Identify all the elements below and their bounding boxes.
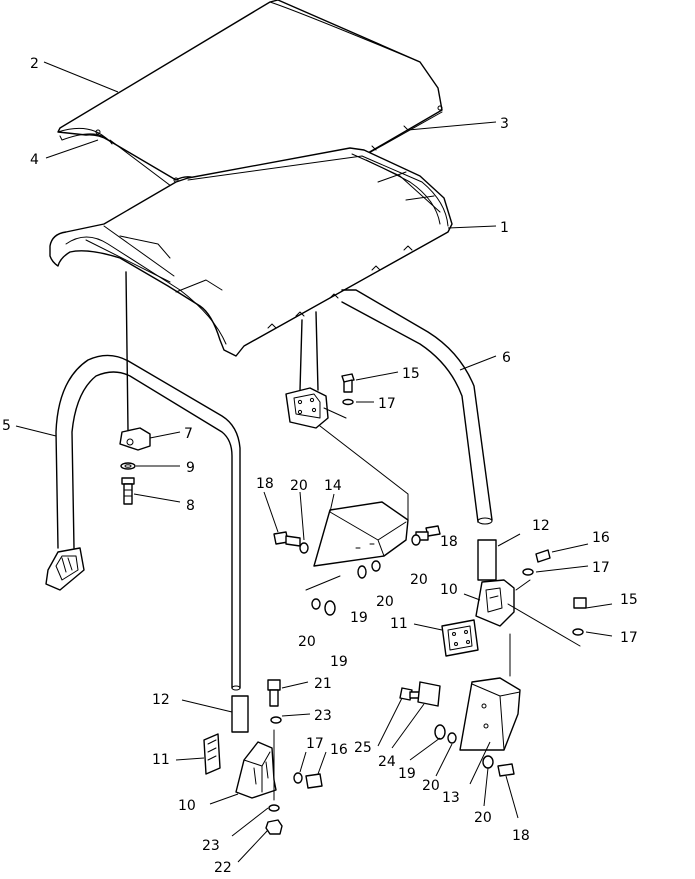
- callout-11-left: 11: [152, 752, 170, 768]
- callout-20-bottom: 20: [422, 778, 440, 794]
- callout-19-bottom: 19: [398, 766, 416, 782]
- plate-11-left: [203, 733, 221, 775]
- bracket-13: [399, 677, 521, 777]
- callout-25: 25: [354, 740, 372, 756]
- upper-mount-bracket: [285, 373, 409, 521]
- callout-4: 4: [30, 152, 39, 168]
- callout-12-left: 12: [152, 692, 170, 708]
- callout-1: 1: [500, 220, 509, 236]
- roof-frame: [49, 147, 453, 357]
- pin-12-right: [477, 539, 497, 581]
- callout-15-right: 15: [620, 592, 638, 608]
- callout-7: 7: [184, 426, 193, 442]
- callout-21: 21: [314, 676, 332, 692]
- plate-11-right: [441, 619, 479, 657]
- roll-bar-left: [45, 354, 241, 691]
- callout-24: 24: [378, 754, 396, 770]
- base-bracket-right: [475, 549, 587, 677]
- callout-5: 5: [2, 418, 11, 434]
- callout-17-left: 17: [306, 736, 324, 752]
- callout-19-mid: 19: [350, 610, 368, 626]
- callout-23-lower: 23: [202, 838, 220, 854]
- callout-16-right: 16: [592, 530, 610, 546]
- leader-lines: [15, 61, 613, 863]
- callout-20-mid: 20: [376, 594, 394, 610]
- callout-15-upper: 15: [402, 366, 420, 382]
- callout-18-right: 18: [440, 534, 458, 550]
- roof-mount-post-left: [125, 271, 129, 431]
- callout-9: 9: [186, 460, 195, 476]
- pin-12-left: [231, 695, 249, 733]
- callout-20-lower: 20: [298, 634, 316, 650]
- base-bracket-left: [235, 679, 323, 835]
- callout-6: 6: [502, 350, 511, 366]
- roll-bar-right: [341, 289, 493, 525]
- callout-16-left: 16: [330, 742, 348, 758]
- callout-3: 3: [500, 116, 509, 132]
- callout-23-upper: 23: [314, 708, 332, 724]
- callout-10-left: 10: [178, 798, 196, 814]
- callout-14: 14: [324, 478, 342, 494]
- callout-labels: 2 3 4 1 6 5 7 9 8 15 17 18 20 14 18 20 1…: [2, 56, 638, 876]
- callout-17-far-right: 17: [620, 630, 638, 646]
- callout-2: 2: [30, 56, 39, 72]
- callout-12-right: 12: [532, 518, 550, 534]
- callout-13: 13: [442, 790, 460, 806]
- roof-mount-post-right: [299, 311, 319, 391]
- callout-22: 22: [214, 860, 232, 874]
- callout-20-far-bottom: 20: [474, 810, 492, 826]
- callout-18-bottom: 18: [512, 828, 530, 844]
- callout-8: 8: [186, 498, 195, 514]
- callout-20-bolt: 20: [410, 572, 428, 588]
- callout-20-top: 20: [290, 478, 308, 494]
- callout-19-lower: 19: [330, 654, 348, 670]
- callout-17-upper: 17: [378, 396, 396, 412]
- callout-18-left: 18: [256, 476, 274, 492]
- callout-17-right: 17: [592, 560, 610, 576]
- callout-10-right: 10: [440, 582, 458, 598]
- callout-11-right: 11: [390, 616, 408, 632]
- clamp-assembly-left: [119, 427, 151, 505]
- bracket-14: [273, 501, 441, 616]
